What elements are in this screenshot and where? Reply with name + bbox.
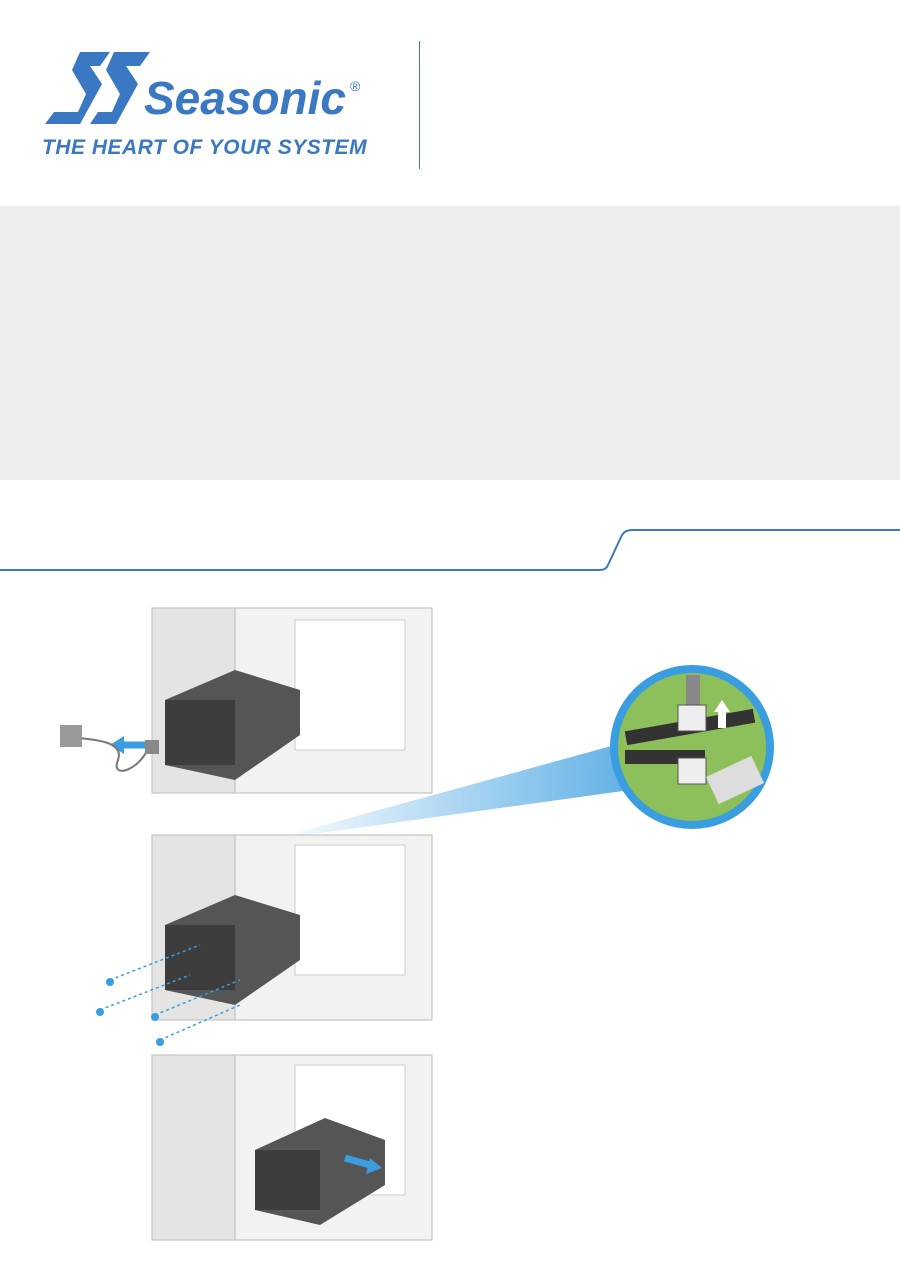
gray-content-band bbox=[0, 206, 900, 480]
connector-detail-circle bbox=[610, 665, 774, 829]
case-step-2 bbox=[96, 834, 433, 1046]
registered-mark: ® bbox=[350, 78, 361, 94]
case-step-1 bbox=[60, 607, 433, 794]
section-divider-line bbox=[0, 529, 900, 571]
psu-removal-illustrations bbox=[60, 607, 774, 1241]
header-divider bbox=[419, 41, 420, 169]
zoom-beam bbox=[270, 745, 630, 840]
case-step-3 bbox=[151, 1054, 433, 1241]
logo-tagline: THE HEART OF YOUR SYSTEM bbox=[42, 136, 368, 159]
logo-ss-mark-icon bbox=[45, 52, 150, 124]
logo-wordmark: Seasonic bbox=[144, 72, 346, 124]
logo-wordmark-row: Seasonic ® bbox=[144, 72, 360, 124]
seasonic-logo: Seasonic ® THE HEART OF YOUR SYSTEM bbox=[40, 50, 400, 165]
